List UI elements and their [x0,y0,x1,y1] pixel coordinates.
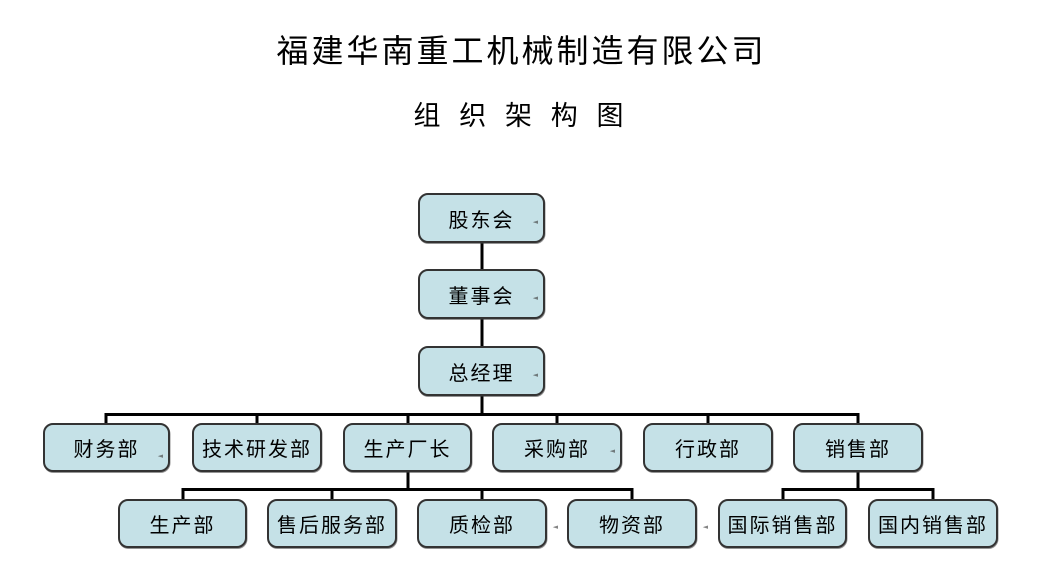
org-node-label: 销售部 [825,439,891,461]
org-node-label: 采购部 [524,439,590,461]
org-node-shareholders-meeting[interactable]: 股东会 ◄ [418,193,545,243]
org-node-production-dept[interactable]: 生产部 [118,499,247,548]
org-node-label: 董事会 [448,285,515,308]
org-node-label: 财务部 [73,439,140,461]
org-node-label: 国内销售部 [878,515,988,537]
line-break-mark: ◄ [552,523,558,531]
org-node-purchasing-dept[interactable]: 采购部 ◄ [492,423,622,472]
org-node-domestic-sales-dept[interactable]: 国内销售部 [868,499,998,548]
org-node-international-sales-dept[interactable]: 国际销售部 [718,499,847,548]
org-node-board-of-directors[interactable]: 董事会 ◄ [418,269,545,319]
line-break-mark: ◄ [532,371,538,379]
org-node-label: 国际销售部 [727,515,838,537]
line-break-mark: ◄ [532,218,538,226]
org-node-production-director[interactable]: 生产厂长 [343,423,472,472]
org-node-finance-dept[interactable]: 财务部 ◄ [43,423,170,472]
org-node-sales-dept[interactable]: 销售部 [793,423,923,472]
org-node-general-manager[interactable]: 总经理 ◄ [418,346,545,396]
org-node-quality-inspection-dept[interactable]: 质检部 ◄ [417,499,558,548]
org-node-materials-dept[interactable]: 物资部 ◄ [567,499,708,548]
org-node-after-sales-service-dept[interactable]: 售后服务部 [267,499,397,548]
org-node-label: 物资部 [599,515,665,537]
org-node-label: 生产部 [149,515,216,537]
line-break-mark: ◄ [157,452,163,460]
org-node-label: 技术研发部 [202,439,312,461]
org-node-admin-dept[interactable]: 行政部 [643,423,773,472]
org-node-label: 总经理 [448,362,515,385]
line-break-mark: ◄ [609,447,615,455]
org-node-label: 行政部 [675,439,741,461]
line-break-mark: ◄ [702,523,708,531]
org-node-label: 售后服务部 [277,515,387,537]
page-title: 福建华南重工机械制造有限公司 [276,33,767,69]
page-subtitle: 组 织 架 构 图 [413,101,630,131]
org-node-tech-rd-dept[interactable]: 技术研发部 [192,423,322,472]
org-node-label: 质检部 [449,515,515,537]
org-node-label: 股东会 [448,209,515,232]
line-break-mark: ◄ [532,294,538,302]
org-node-label: 生产厂长 [363,439,452,461]
